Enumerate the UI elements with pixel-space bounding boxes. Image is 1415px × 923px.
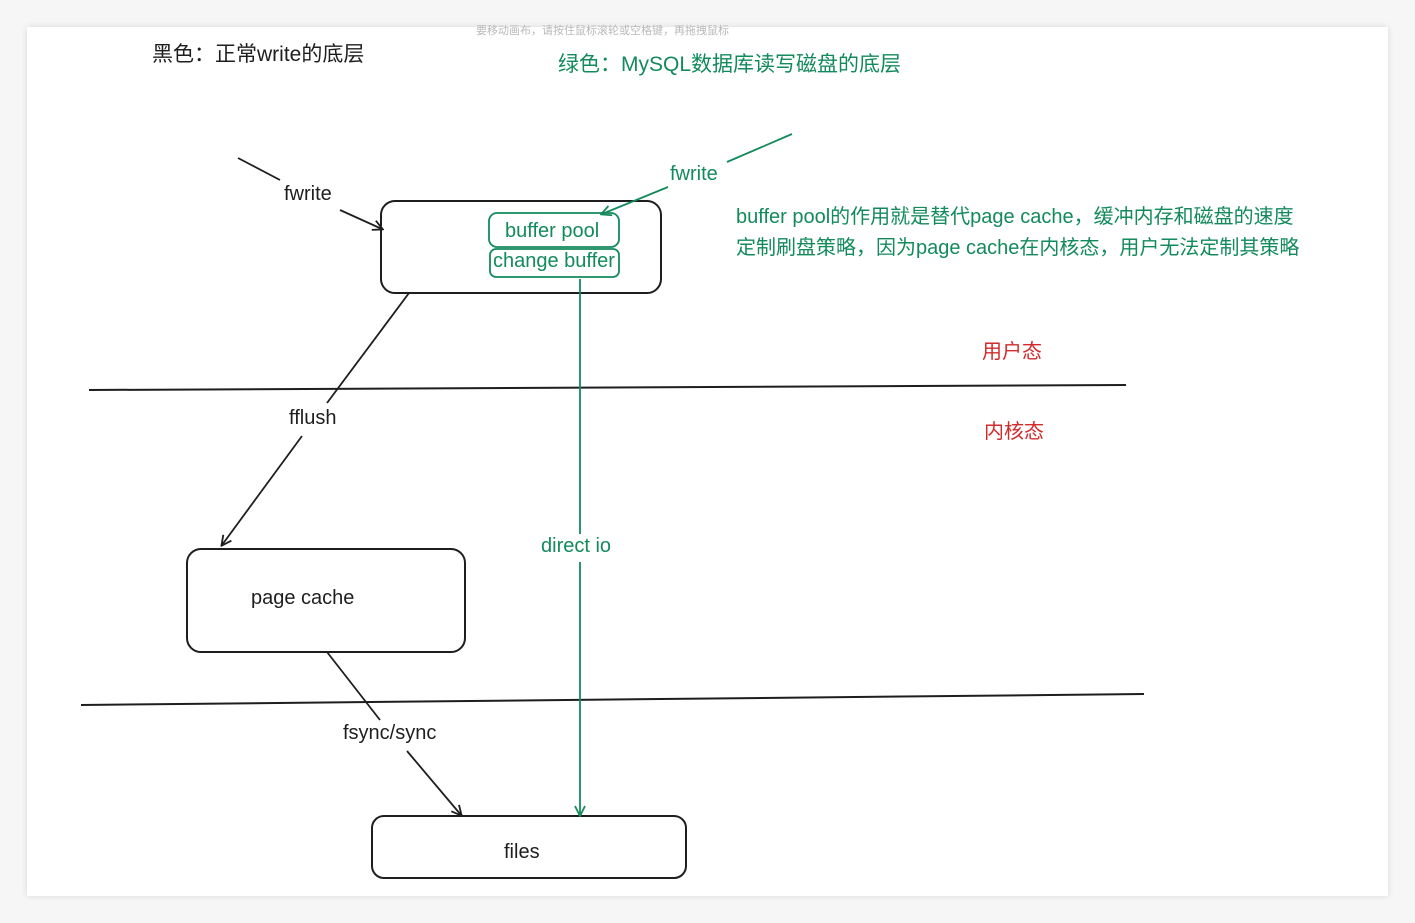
kernel-space-label: 内核态	[984, 421, 1044, 443]
fflush-arrow[interactable]	[222, 435, 303, 545]
canvas-pan-hint: 要移动画布，请按住鼠标滚轮或空格键，再拖拽鼠标	[476, 25, 729, 37]
fwrite-green-tail[interactable]	[726, 133, 793, 163]
kernel-disk-divider[interactable]	[80, 693, 1145, 706]
buffer-pool-description-line1: buffer pool的作用就是替代page cache，缓冲内存和磁盘的速度	[736, 206, 1294, 228]
fsync-arrow-tail[interactable]	[326, 651, 381, 721]
buffer-pool-label: buffer pool	[505, 220, 600, 242]
buffer-pool-description-line2: 定制刷盘策略，因为page cache在内核态，用户无法定制其策略	[736, 237, 1300, 259]
files-box[interactable]	[371, 815, 687, 879]
direct-io-label: direct io	[541, 535, 612, 557]
change-buffer-box[interactable]	[489, 248, 620, 278]
legend-black-text: 黑色：正常write的底层	[152, 43, 365, 66]
app-buffer-box[interactable]	[380, 200, 662, 294]
fwrite-green-label: fwrite	[670, 163, 718, 185]
user-space-label: 用户态	[982, 341, 1042, 363]
page-cache-label: page cache	[251, 587, 355, 609]
fflush-arrow-tail[interactable]	[326, 292, 410, 404]
fwrite-black-tail[interactable]	[237, 157, 281, 181]
drawing-canvas[interactable]	[27, 27, 1388, 896]
fwrite-black-arrow[interactable]	[339, 209, 382, 229]
files-label: files	[504, 841, 540, 863]
buffer-pool-box[interactable]	[488, 212, 620, 248]
legend-green-text: 绿色：MySQL数据库读写磁盘的底层	[558, 53, 902, 76]
change-buffer-label: change buffer	[493, 250, 615, 272]
fwrite-green-arrow[interactable]	[602, 186, 669, 214]
page-cache-box[interactable]	[186, 548, 466, 653]
user-kernel-divider[interactable]	[88, 384, 1127, 391]
fsync-arrow[interactable]	[406, 750, 461, 815]
fwrite-black-label: fwrite	[284, 183, 332, 205]
fsync-label: fsync/sync	[343, 722, 437, 744]
fflush-label: fflush	[289, 407, 337, 429]
